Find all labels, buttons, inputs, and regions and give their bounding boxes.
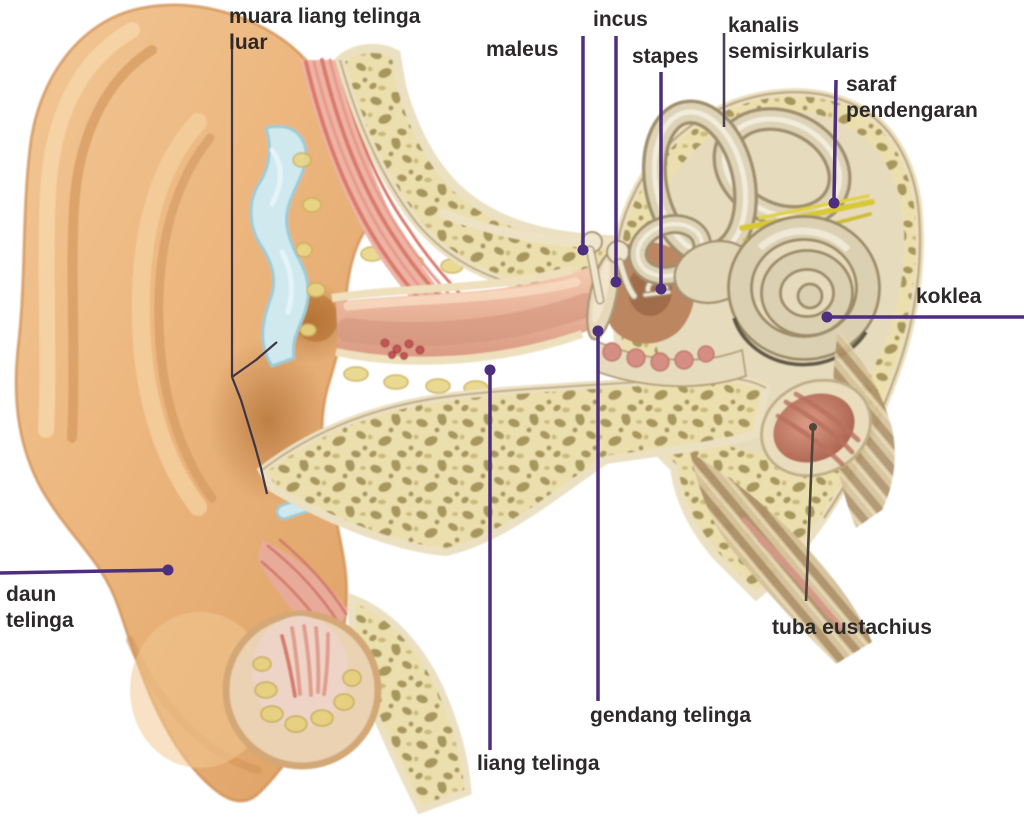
label-line: saraf [846,73,897,96]
label-line: luar [229,31,268,54]
label-line: pendengaran [846,99,978,122]
label-stapes: stapes [632,45,699,68]
label-incus: incus [593,8,648,31]
stapes-leader-line [655,72,667,295]
label-muara-liang-telinga-luar: muara liang telinga luar [229,4,420,56]
tuba-leader-line [804,423,817,602]
label-koklea: koklea [916,285,982,308]
gland-mass-shape [222,610,382,770]
label-liang-telinga: liang telinga [477,752,600,775]
koklea-leader-line [821,311,1024,323]
label-line: semisirkularis [728,40,870,63]
ear-canal-shape [331,264,614,365]
label-line: telinga [6,609,74,632]
muara-leader-line [230,34,278,495]
tympanic-floor-shape [597,340,748,388]
incus-shape [606,240,638,300]
label-line: muara liang telinga [229,5,421,28]
label-line: daun [6,583,57,606]
label-line: kanalis [728,14,800,37]
label-gendang-telinga: gendang telinga [590,704,752,727]
semicircular-canals-shape [627,99,852,305]
maleus-leader-line [577,36,589,256]
liang-leader-line [484,364,496,750]
label-daun-telinga: daun telinga [6,582,74,634]
label-kanalis-semisirkularis: kanalis semisirkularis [728,13,869,65]
incus-leader-line [610,36,622,288]
label-saraf-pendengaran: saraf pendengaran [846,72,978,124]
saraf-leader-line [828,79,840,209]
gendang-leader-line [592,325,604,701]
label-maleus: maleus [486,38,559,61]
skull-bone-lower-shape [256,373,771,815]
eustachian-tube-shape [690,330,895,664]
label-tuba-eustachius: tuba eustachius [772,616,932,639]
cochlea-shape [727,215,881,367]
daun-leader-line [0,564,174,576]
